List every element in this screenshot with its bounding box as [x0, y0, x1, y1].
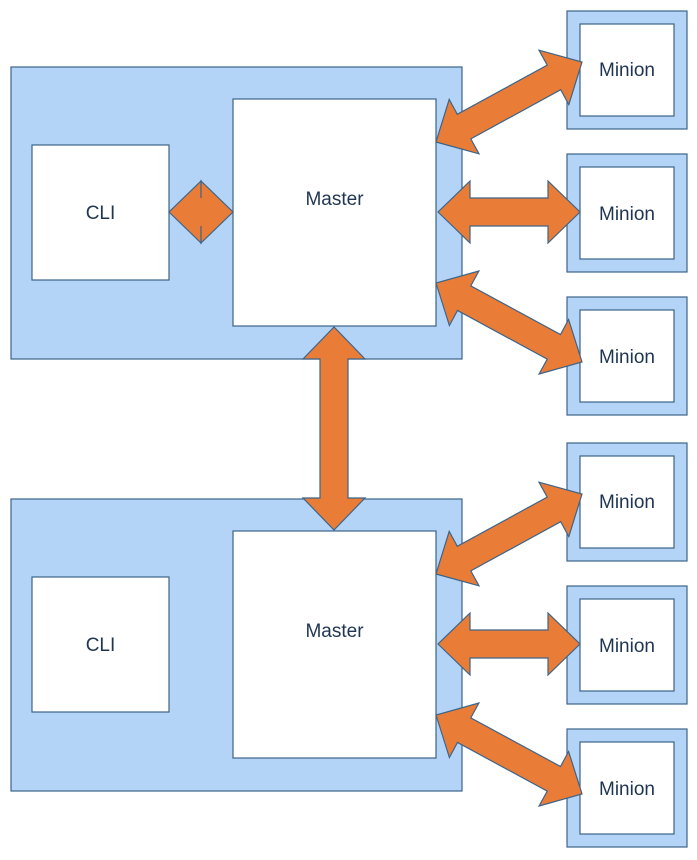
master-label-1: Master: [305, 189, 364, 210]
arrow-master-minion-2-3: [435, 702, 583, 807]
minion-label-2-3: Minion: [599, 779, 655, 800]
connection-arrows: [168, 49, 583, 807]
minion-label-1-2: Minion: [599, 204, 655, 225]
arrow-master-master: [301, 326, 367, 531]
arrow-cli-master-1: [168, 179, 234, 245]
arrow-master-minion-2-2: [437, 611, 581, 677]
cli-node-2: [31, 576, 170, 713]
arrow-master-minion-1-2: [437, 179, 581, 245]
arrow-master-minion-1-1: [435, 49, 583, 155]
minion-label-2-2: Minion: [599, 636, 655, 657]
minion-node-1-2: Minion: [566, 153, 688, 273]
master-label-2: Master: [305, 621, 364, 642]
minion-node-2-2: Minion: [566, 585, 688, 705]
cluster-group-1: CLI Master Minion Minion Minion: [10, 10, 688, 416]
master-node-1: [232, 98, 437, 327]
master-node-2: [232, 530, 437, 759]
minion-label-2-1: Minion: [599, 492, 655, 513]
arrow-master-minion-2-1: [435, 481, 583, 587]
minion-node-2-3: Minion: [566, 728, 688, 848]
minion-label-1-1: Minion: [599, 60, 655, 81]
minion-label-1-3: Minion: [599, 347, 655, 368]
arrow-master-minion-1-3: [435, 270, 583, 375]
cli-label-2: CLI: [86, 635, 116, 656]
minion-node-2-1: Minion: [566, 442, 688, 562]
cluster-group-2: CLI Master Minion Minion Minion: [10, 442, 688, 848]
minion-node-1-3: Minion: [566, 296, 688, 416]
minion-node-1-1: Minion: [566, 10, 688, 130]
cli-node-1: [31, 144, 170, 281]
cli-label-1: CLI: [86, 203, 116, 224]
